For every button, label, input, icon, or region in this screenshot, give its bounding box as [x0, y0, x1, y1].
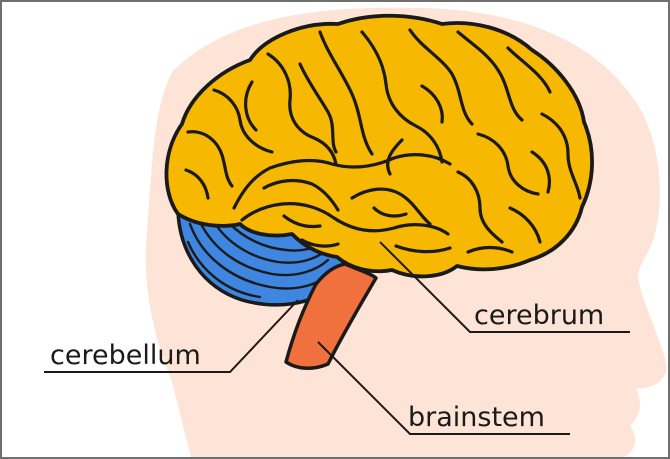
leader-cerebellum	[44, 299, 299, 373]
brainstem	[284, 262, 378, 370]
cerebrum	[164, 13, 594, 279]
cerebellum-folds	[186, 220, 334, 299]
label-cerebrum: cerebrum	[474, 300, 604, 331]
leader-brainstem	[317, 341, 570, 435]
label-cerebellum: cerebellum	[50, 340, 201, 371]
leader-cerebrum	[379, 241, 630, 333]
label-brainstem: brainstem	[408, 402, 545, 433]
cerebrum-folds	[184, 28, 582, 254]
